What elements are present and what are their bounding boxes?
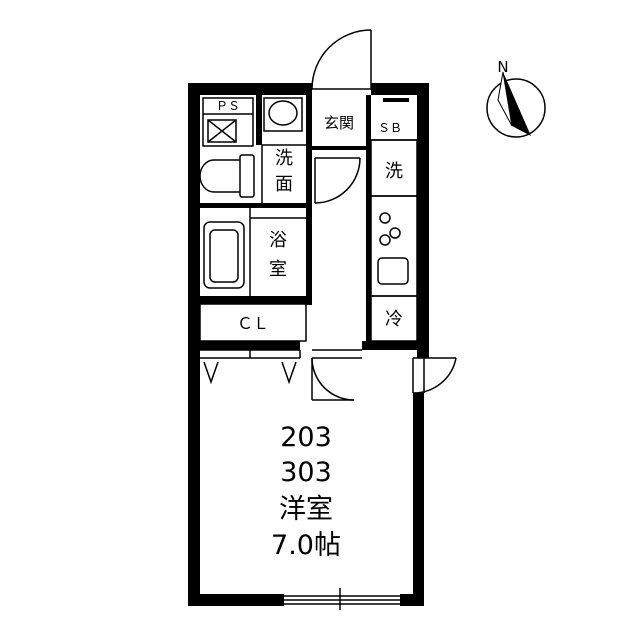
washbasin-icon xyxy=(263,97,303,132)
compass-north-label: N xyxy=(497,58,508,76)
ps-label: ＰＳ xyxy=(216,99,240,113)
unit-number-1: 203 xyxy=(280,422,332,453)
toilet-icon xyxy=(199,154,255,198)
interior-walls xyxy=(200,95,371,345)
genkan-label: 玄関 xyxy=(324,114,354,132)
washroom-label-1: 洗 xyxy=(275,148,293,169)
fridge-label: 冷 xyxy=(385,309,403,330)
bath-label-2: 室 xyxy=(269,259,287,280)
closet-label: ＣＬ xyxy=(237,314,269,333)
bathtub-icon xyxy=(203,221,245,289)
washer-label: 洗 xyxy=(385,161,403,182)
washroom-door xyxy=(314,157,361,204)
fixtures xyxy=(199,97,409,289)
entrance-door xyxy=(311,29,372,90)
room-type-label: 洋室 xyxy=(279,494,333,525)
shoe-box-bar xyxy=(383,98,409,102)
kitchen-sink-icon xyxy=(377,257,409,285)
outer-walls xyxy=(188,83,429,606)
unit-number-2: 303 xyxy=(280,457,332,488)
thin-lines xyxy=(199,97,418,610)
sb-label: ＳＢ xyxy=(378,121,402,135)
stove-burner-icon xyxy=(379,212,391,224)
ps-shaft-icon xyxy=(207,119,237,143)
main-room-door xyxy=(311,357,355,401)
stove-burner-icon xyxy=(389,227,401,239)
compass-icon: N xyxy=(486,58,546,138)
bath-label-1: 浴 xyxy=(269,230,287,251)
stove-burner-icon xyxy=(379,234,391,246)
balcony-door xyxy=(412,357,457,394)
washroom-label-2: 面 xyxy=(275,174,293,195)
closet-door-marks xyxy=(203,361,297,385)
room-size-label: 7.0帖 xyxy=(271,530,341,561)
